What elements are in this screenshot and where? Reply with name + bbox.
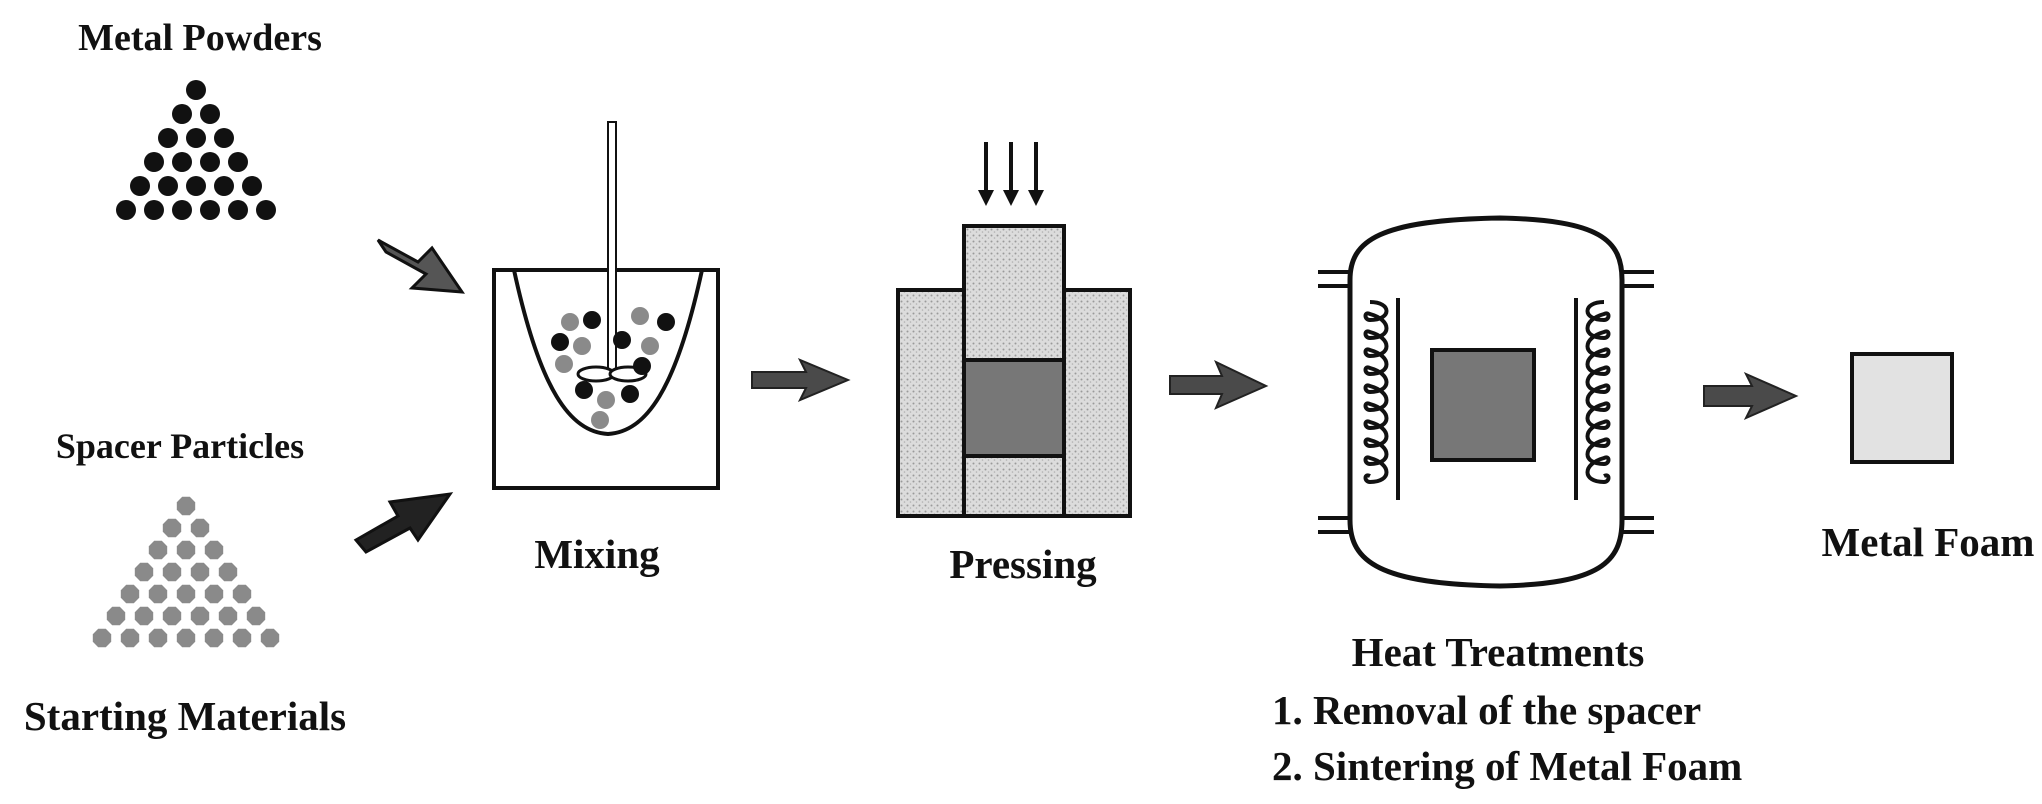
spacer-particle [176,496,196,516]
pressing-die [896,224,1132,518]
mixing-label: Mixing [534,531,660,577]
arrow-spacer-to-mixer [353,492,454,554]
spacer-particles-label: Spacer Particles [56,426,304,466]
metal-particle [657,313,675,331]
metal-foam-label: Metal Foam [1822,519,2035,565]
heating-coil-right-icon [1585,300,1611,485]
metal-particle [200,104,220,124]
metal-particle [621,385,639,403]
spacer-particle [148,584,168,604]
spacer-particle [204,628,224,648]
heat-step-1-label: 1. Removal of the spacer [1272,687,1701,733]
metal-particle [144,152,164,172]
spacer-particle [232,584,252,604]
metal-particle [575,381,593,399]
arrow-pressing-to-furnace [1169,359,1269,410]
spacer-particle [204,540,224,560]
metal-particle [172,200,192,220]
spacer-particle [162,518,182,538]
spacer-particle [561,313,579,331]
spacer-particle [148,540,168,560]
press-force-arrows [978,142,1044,206]
spacer-particle [120,628,140,648]
spacer-particle [176,628,196,648]
spacer-particle [190,606,210,626]
furnace-compact [1430,348,1536,462]
spacer-particle [190,518,210,538]
metal-powder-particles [116,80,276,220]
spacer-particle [573,337,591,355]
spacer-particle [92,628,112,648]
metal-foam-block [1850,352,1954,464]
arrow-furnace-to-foam [1703,371,1799,421]
spacer-particle [106,606,126,626]
spacer-particle [162,606,182,626]
metal-particle [186,176,206,196]
metal-particle [256,200,276,220]
metal-particle [214,176,234,196]
spacer-particle [631,307,649,325]
metal-particle [200,152,220,172]
spacer-particle [591,411,609,429]
metal-particle [613,331,631,349]
metal-particle [172,152,192,172]
spacer-particle [260,628,280,648]
spacer-particle [190,562,210,582]
spacer-particle [555,355,573,373]
heating-coil-left-icon [1363,300,1389,485]
mixed-particles [551,307,675,429]
spacer-particle [176,584,196,604]
heat-step-2-label: 2. Sintering of Metal Foam [1272,743,1742,789]
metal-particle [242,176,262,196]
spacer-particle [232,628,252,648]
spacer-particle [204,584,224,604]
spacer-particle [162,562,182,582]
starting-materials-label: Starting Materials [24,693,346,739]
spacer-particle [641,337,659,355]
metal-powders-label: Metal Powders [78,17,322,59]
pressing-label: Pressing [949,541,1097,587]
spacer-particle [134,562,154,582]
metal-particle [214,128,234,148]
metal-particle [551,333,569,351]
spacer-particle [218,562,238,582]
metal-particle [228,200,248,220]
metal-particle [116,200,136,220]
metal-particle [172,104,192,124]
metal-particle [200,200,220,220]
metal-particle [228,152,248,172]
spacer-particle [120,584,140,604]
spacer-particle [218,606,238,626]
spacer-particle [148,628,168,648]
spacer-particle [176,540,196,560]
metal-particle [633,357,651,375]
heat-treatments-label: Heat Treatments [1352,629,1645,675]
metal-particle [186,80,206,100]
spacer-particle [134,606,154,626]
metal-particle [158,176,178,196]
spacer-particle-particles [92,496,280,648]
metal-particle [130,176,150,196]
metal-particle [158,128,178,148]
arrow-mixing-to-pressing [751,358,851,402]
metal-particle [186,128,206,148]
spacer-particle [597,391,615,409]
spacer-particle [246,606,266,626]
arrow-metal-to-mixer [376,238,466,294]
metal-particle [583,311,601,329]
metal-particle [144,200,164,220]
